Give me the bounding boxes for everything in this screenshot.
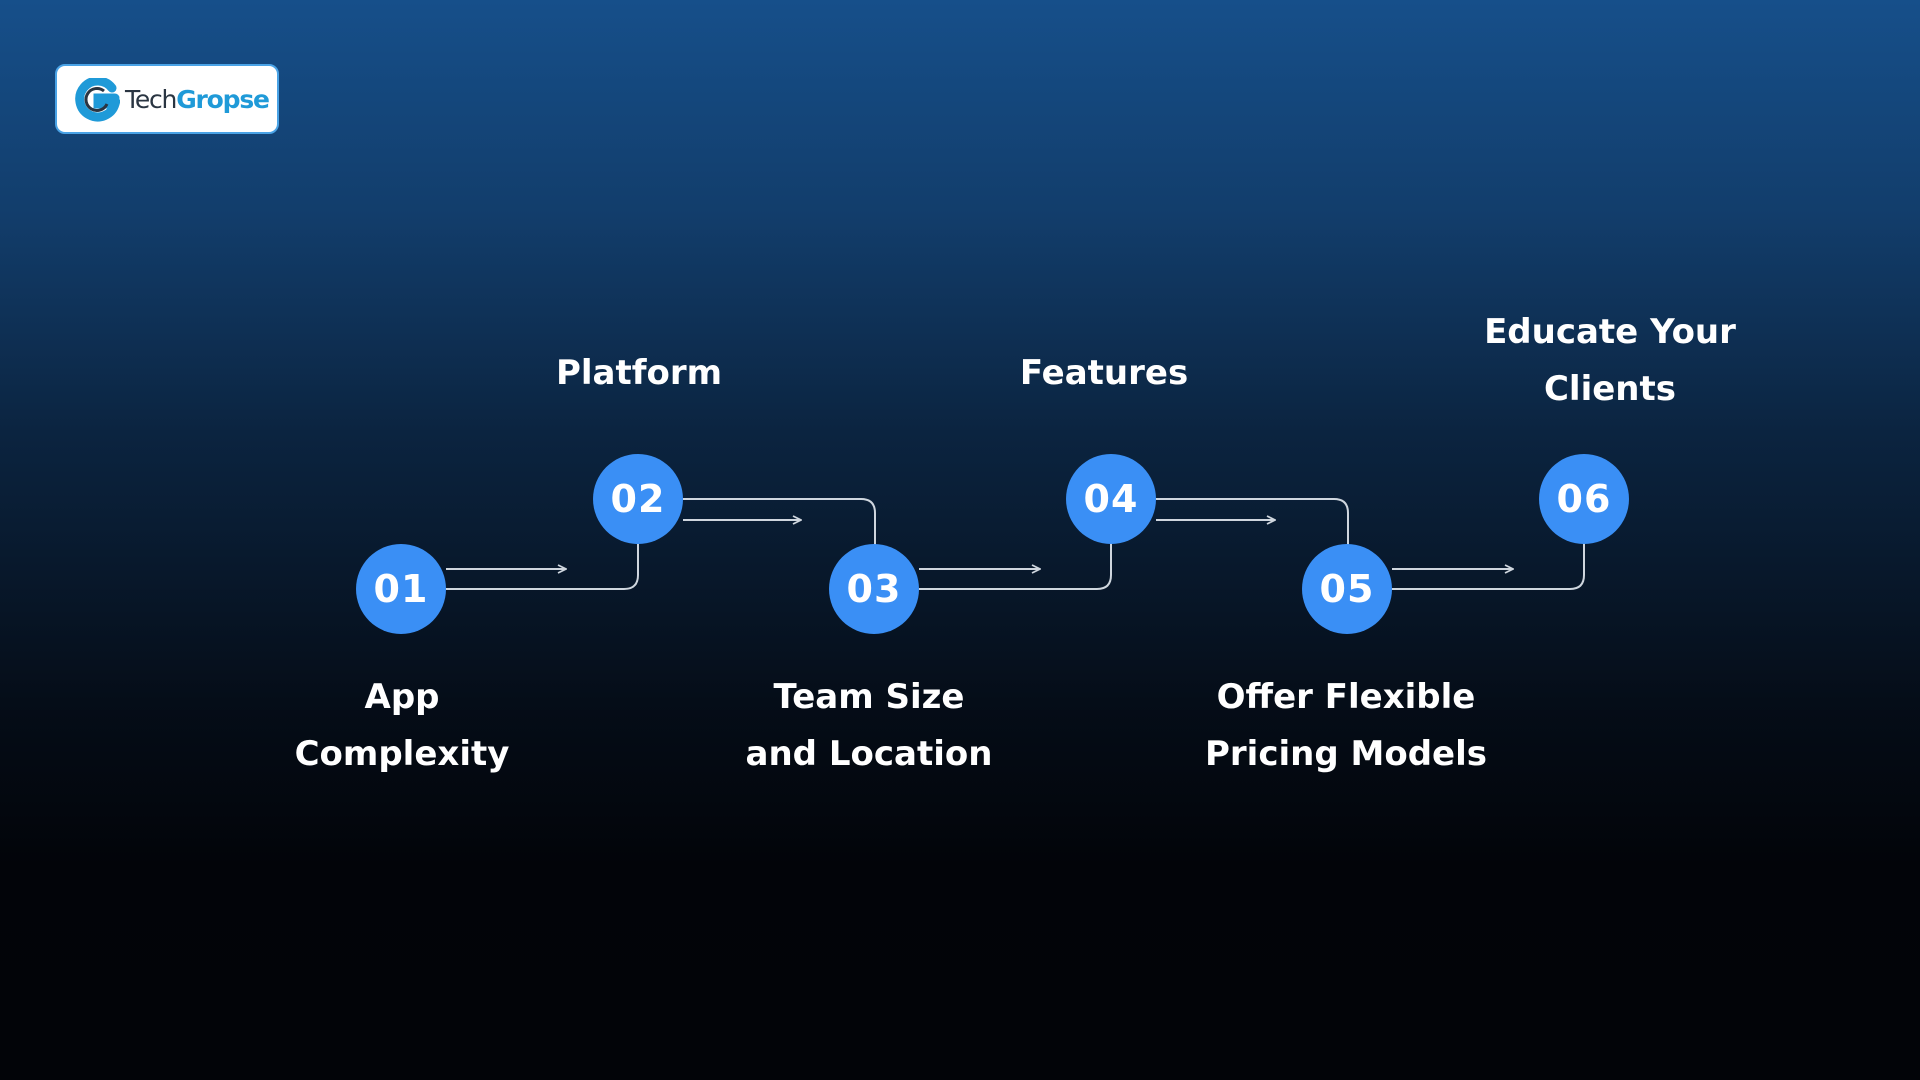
step-label-04-line1: Features: [1019, 353, 1189, 393]
step-label-02-line1: Platform: [555, 353, 723, 393]
step-label-01-line1: App: [364, 677, 440, 717]
step-label-06: Educate Your Clients: [1450, 304, 1770, 418]
step-label-04: Features: [944, 345, 1264, 402]
connector-line-2-3: [683, 498, 876, 545]
connector-line-5-6: [1392, 543, 1585, 590]
brand-name-part2: Gropse: [176, 85, 270, 114]
step-circle-05: 05: [1302, 544, 1392, 634]
step-label-06-line1: Educate Your: [1484, 312, 1736, 352]
connector-line-4-5: [1156, 498, 1349, 545]
step-label-03-line2: and Location: [745, 734, 993, 774]
brand-name-part1: Tech: [125, 85, 177, 114]
step-label-05-line2: Pricing Models: [1204, 734, 1487, 774]
step-label-03: Team Size and Location: [709, 669, 1029, 783]
step-circle-03: 03: [829, 544, 919, 634]
step-label-02: Platform: [479, 345, 799, 402]
step-label-01-line2: Complexity: [294, 734, 510, 774]
g-logo-icon: [75, 78, 120, 122]
step-circle-06: 06: [1539, 454, 1629, 544]
step-label-01: App Complexity: [242, 669, 562, 783]
step-label-03-line1: Team Size: [773, 677, 965, 717]
connector-line-1-2: [446, 543, 639, 590]
connector-line-3-4: [919, 543, 1112, 590]
step-circle-01: 01: [356, 544, 446, 634]
step-label-05: Offer Flexible Pricing Models: [1186, 669, 1506, 783]
brand-logo-text: TechGropse: [125, 83, 270, 117]
step-circle-04: 04: [1066, 454, 1156, 544]
step-label-05-line1: Offer Flexible: [1216, 677, 1476, 717]
step-label-06-line2: Clients: [1543, 369, 1676, 409]
brand-logo: TechGropse: [55, 64, 279, 134]
step-circle-02: 02: [593, 454, 683, 544]
